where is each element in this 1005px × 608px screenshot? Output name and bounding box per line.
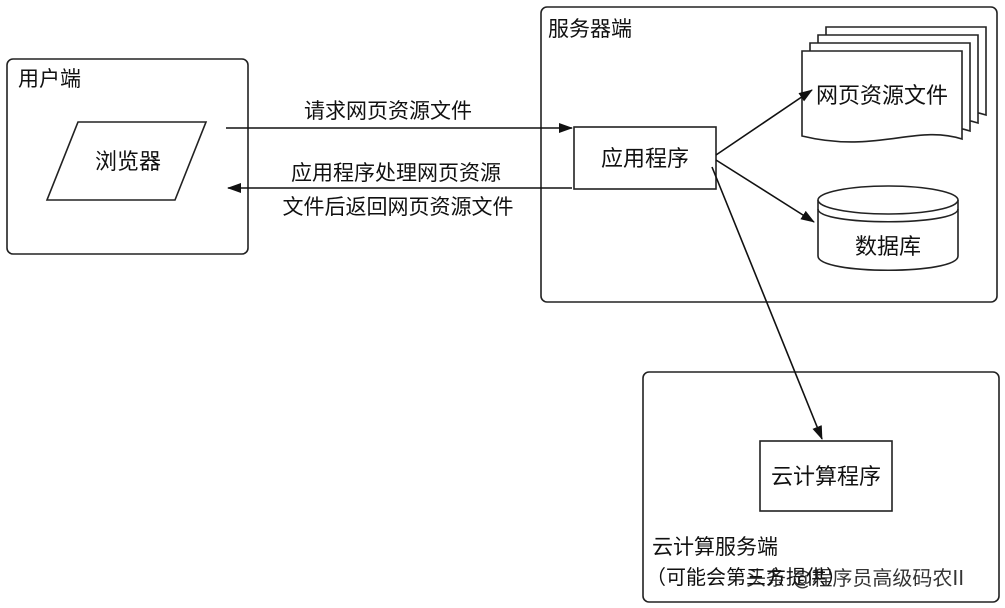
db-label: 数据库: [855, 235, 921, 260]
files-node: 网页资源文件: [801, 26, 987, 143]
cloud-title: 云计算服务端: [652, 535, 778, 559]
client-title: 用户端: [18, 67, 81, 91]
cloud-program-label: 云计算程序: [771, 465, 881, 490]
response-arrow: 应用程序处理网页资源 文件后返回网页资源文件: [227, 161, 572, 219]
app-to-files-arrow: [715, 89, 813, 156]
app-to-cloud-arrow: [711, 166, 823, 440]
request-arrow: 请求网页资源文件: [226, 99, 573, 133]
response-label-line1: 应用程序处理网页资源: [291, 161, 501, 185]
app-to-db-arrow: [715, 159, 815, 223]
browser-node: 浏览器: [45, 121, 208, 201]
browser-label: 浏览器: [95, 150, 161, 175]
db-node: 数据库: [817, 185, 959, 272]
request-label: 请求网页资源文件: [304, 99, 472, 123]
server-container: 服务器端: [540, 6, 998, 303]
files-label: 网页资源文件: [816, 84, 948, 109]
client-container: 用户端: [6, 58, 249, 255]
cloud-program-node: 云计算程序: [759, 440, 893, 512]
app-label: 应用程序: [601, 147, 689, 172]
response-label-line2: 文件后返回网页资源文件: [283, 195, 514, 219]
cloud-subtitle: （可能会第三方提供）: [646, 565, 846, 589]
app-node: 应用程序: [573, 126, 717, 190]
server-title: 服务器端: [548, 17, 632, 41]
cloud-container: 云计算服务端 （可能会第三方提供）: [642, 371, 1000, 603]
watermark-text: 头条 @程序员高级码农II: [746, 566, 964, 590]
